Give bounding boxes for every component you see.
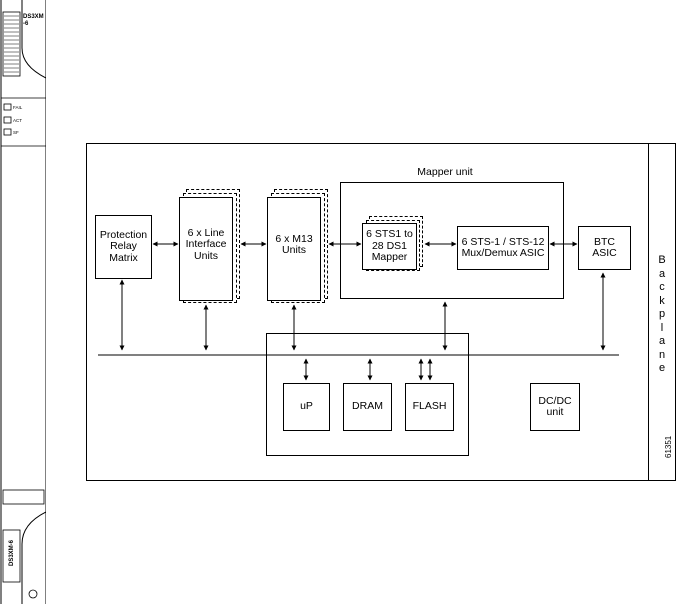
flash-block xyxy=(405,383,454,431)
line-interface-units xyxy=(179,197,233,301)
card-faceplate: DS3XM-6 FAIL ACT SF DS3XM-6 xyxy=(0,0,46,604)
up-label: uP xyxy=(300,400,313,413)
dram-block xyxy=(343,383,392,431)
mux-demux-asic xyxy=(457,226,549,270)
card-top-label: DS3XM-6 xyxy=(23,14,44,27)
sts1-mapper xyxy=(362,223,417,270)
protection-relay-label: Protection Relay Matrix xyxy=(99,228,148,264)
up-block xyxy=(283,383,330,431)
btc-asic xyxy=(578,226,631,270)
sts1-mapper-label: 6 STS1 to 28 DS1 Mapper xyxy=(366,228,413,264)
protection-relay-matrix xyxy=(95,215,152,279)
backplane-divider xyxy=(648,143,649,481)
mux-demux-label: 6 STS-1 / STS-12 Mux/Demux ASIC xyxy=(461,235,545,259)
dcdc-unit xyxy=(530,383,580,431)
led-label-sf: SF xyxy=(13,130,19,135)
flash-label: FLASH xyxy=(412,400,447,413)
led-label-act: ACT xyxy=(13,118,22,123)
m13-label: 6 x M13 Units xyxy=(275,232,313,256)
dcdc-label: DC/DC unit xyxy=(538,394,572,418)
btc-asic-label: BTC ASIC xyxy=(592,235,617,259)
line-interface-label: 6 x Line Interface Units xyxy=(185,226,227,262)
backplane-label: B a c k p l a n e xyxy=(658,254,666,375)
led-label-fail: FAIL xyxy=(13,105,23,110)
dram-label: DRAM xyxy=(352,400,383,413)
m13-units xyxy=(267,197,321,301)
mapper-unit-title: Mapper unit xyxy=(417,166,473,179)
